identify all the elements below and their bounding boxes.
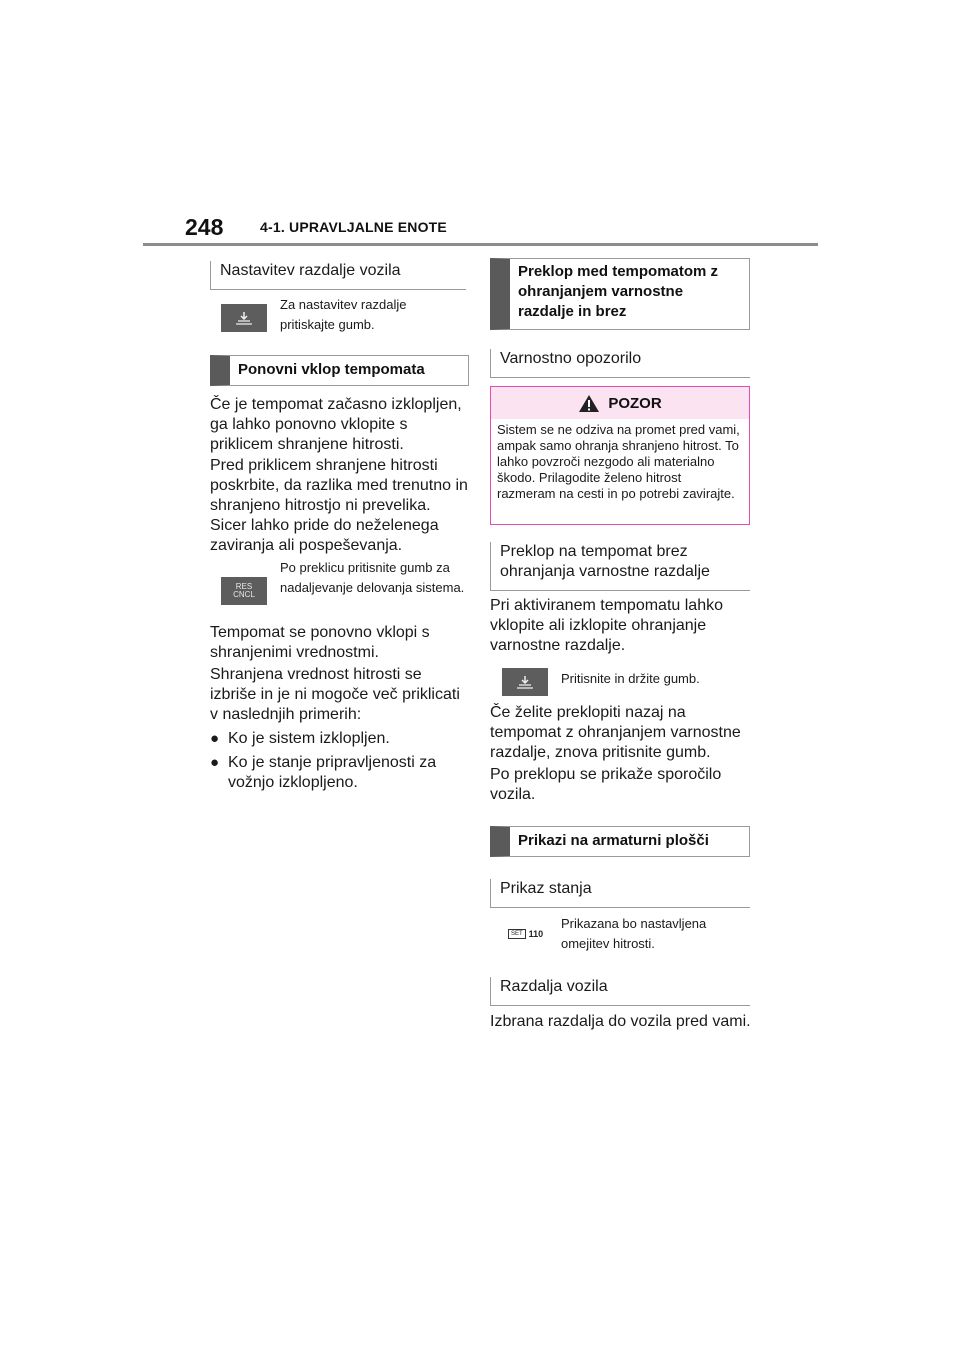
res-label: RES: [235, 582, 253, 591]
paragraph-toggle-intro: Pri aktiviranem tempomatu lahko vklopite…: [490, 597, 723, 654]
caution-header: POZOR: [491, 387, 749, 419]
bullet-drive-ready-off: ● Ko je stanje pripravljenosti za vožnjo…: [210, 753, 468, 793]
distance-hold-button-icon: [502, 668, 548, 696]
bullet-text: Ko je sistem izklopljen.: [228, 730, 390, 747]
distance-button-icon: [221, 304, 267, 332]
header-divider: [143, 243, 818, 246]
bullet-text: Ko je stanje pripravljenosti za vožnjo i…: [228, 754, 437, 791]
speed-icon-description: Prikazana bo nastavljena omejitev hitros…: [561, 916, 707, 951]
heading-switch-modes: Preklop med tempomatom z ohranjanjem var…: [490, 258, 750, 330]
heading-safety-warning: Varnostno opozorilo: [490, 349, 750, 378]
paragraph-switch-back: Če želite preklopiti nazaj na tempomat z…: [490, 704, 741, 761]
set-speed-value: 110: [528, 929, 544, 939]
heading-vehicle-distance: Razdalja vozila: [490, 977, 750, 1006]
heading-instrument-displays: Prikazi na armaturni plošči: [490, 826, 750, 857]
res-icon-description: Po preklicu pritisnite gumb za nadaljeva…: [280, 560, 465, 595]
paragraph-stored-values: Tempomat se ponovno vklopi s shranjenimi…: [210, 624, 430, 661]
paragraph-selected-distance: Izbrana razdalja do vozila pred vami.: [490, 1013, 751, 1030]
bullet-dot: ●: [210, 754, 220, 771]
distance-icon-description: Za nastavitev razdalje pritiskajte gumb.: [280, 297, 407, 332]
res-cncl-button-icon: RES CNCL: [221, 577, 267, 605]
caution-text: Sistem se ne odziva na promet pred vami,…: [497, 422, 740, 501]
hold-icon-description: Pritisnite in držite gumb.: [561, 671, 700, 686]
paragraph-resume-intro: Če je tempomat začasno izklopljen, ga la…: [210, 396, 462, 453]
warning-triangle-icon: [579, 394, 600, 412]
cncl-label: CNCL: [233, 590, 255, 599]
set-speed-icon: SET 110: [508, 929, 543, 939]
paragraph-vehicle-message: Po preklopu se prikaže sporočilo vozila.: [490, 766, 722, 803]
bullet-system-off: ● Ko je sistem izklopljen.: [210, 729, 468, 749]
caution-box: POZOR Sistem se ne odziva na promet pred…: [490, 386, 750, 525]
heading-distance-setting: Nastavitev razdalje vozila: [210, 261, 466, 290]
heading-status-display: Prikaz stanja: [490, 879, 750, 908]
bullet-dot: ●: [210, 730, 220, 747]
set-label: SET: [508, 929, 526, 939]
caution-title: POZOR: [608, 394, 662, 412]
page-number: 248: [185, 214, 224, 240]
heading-toggle-distance: Preklop na tempomat brez ohranjanja varn…: [490, 542, 750, 591]
heading-resume-cruise: Ponovni vklop tempomata: [210, 355, 469, 386]
section-title: 4-1. UPRAVLJALNE ENOTE: [260, 219, 447, 235]
paragraph-speed-cleared: Shranjena vrednost hitrosti se izbriše i…: [210, 666, 460, 723]
paragraph-resume-warning: Pred priklicem shranjene hitrosti poskrb…: [210, 457, 468, 554]
